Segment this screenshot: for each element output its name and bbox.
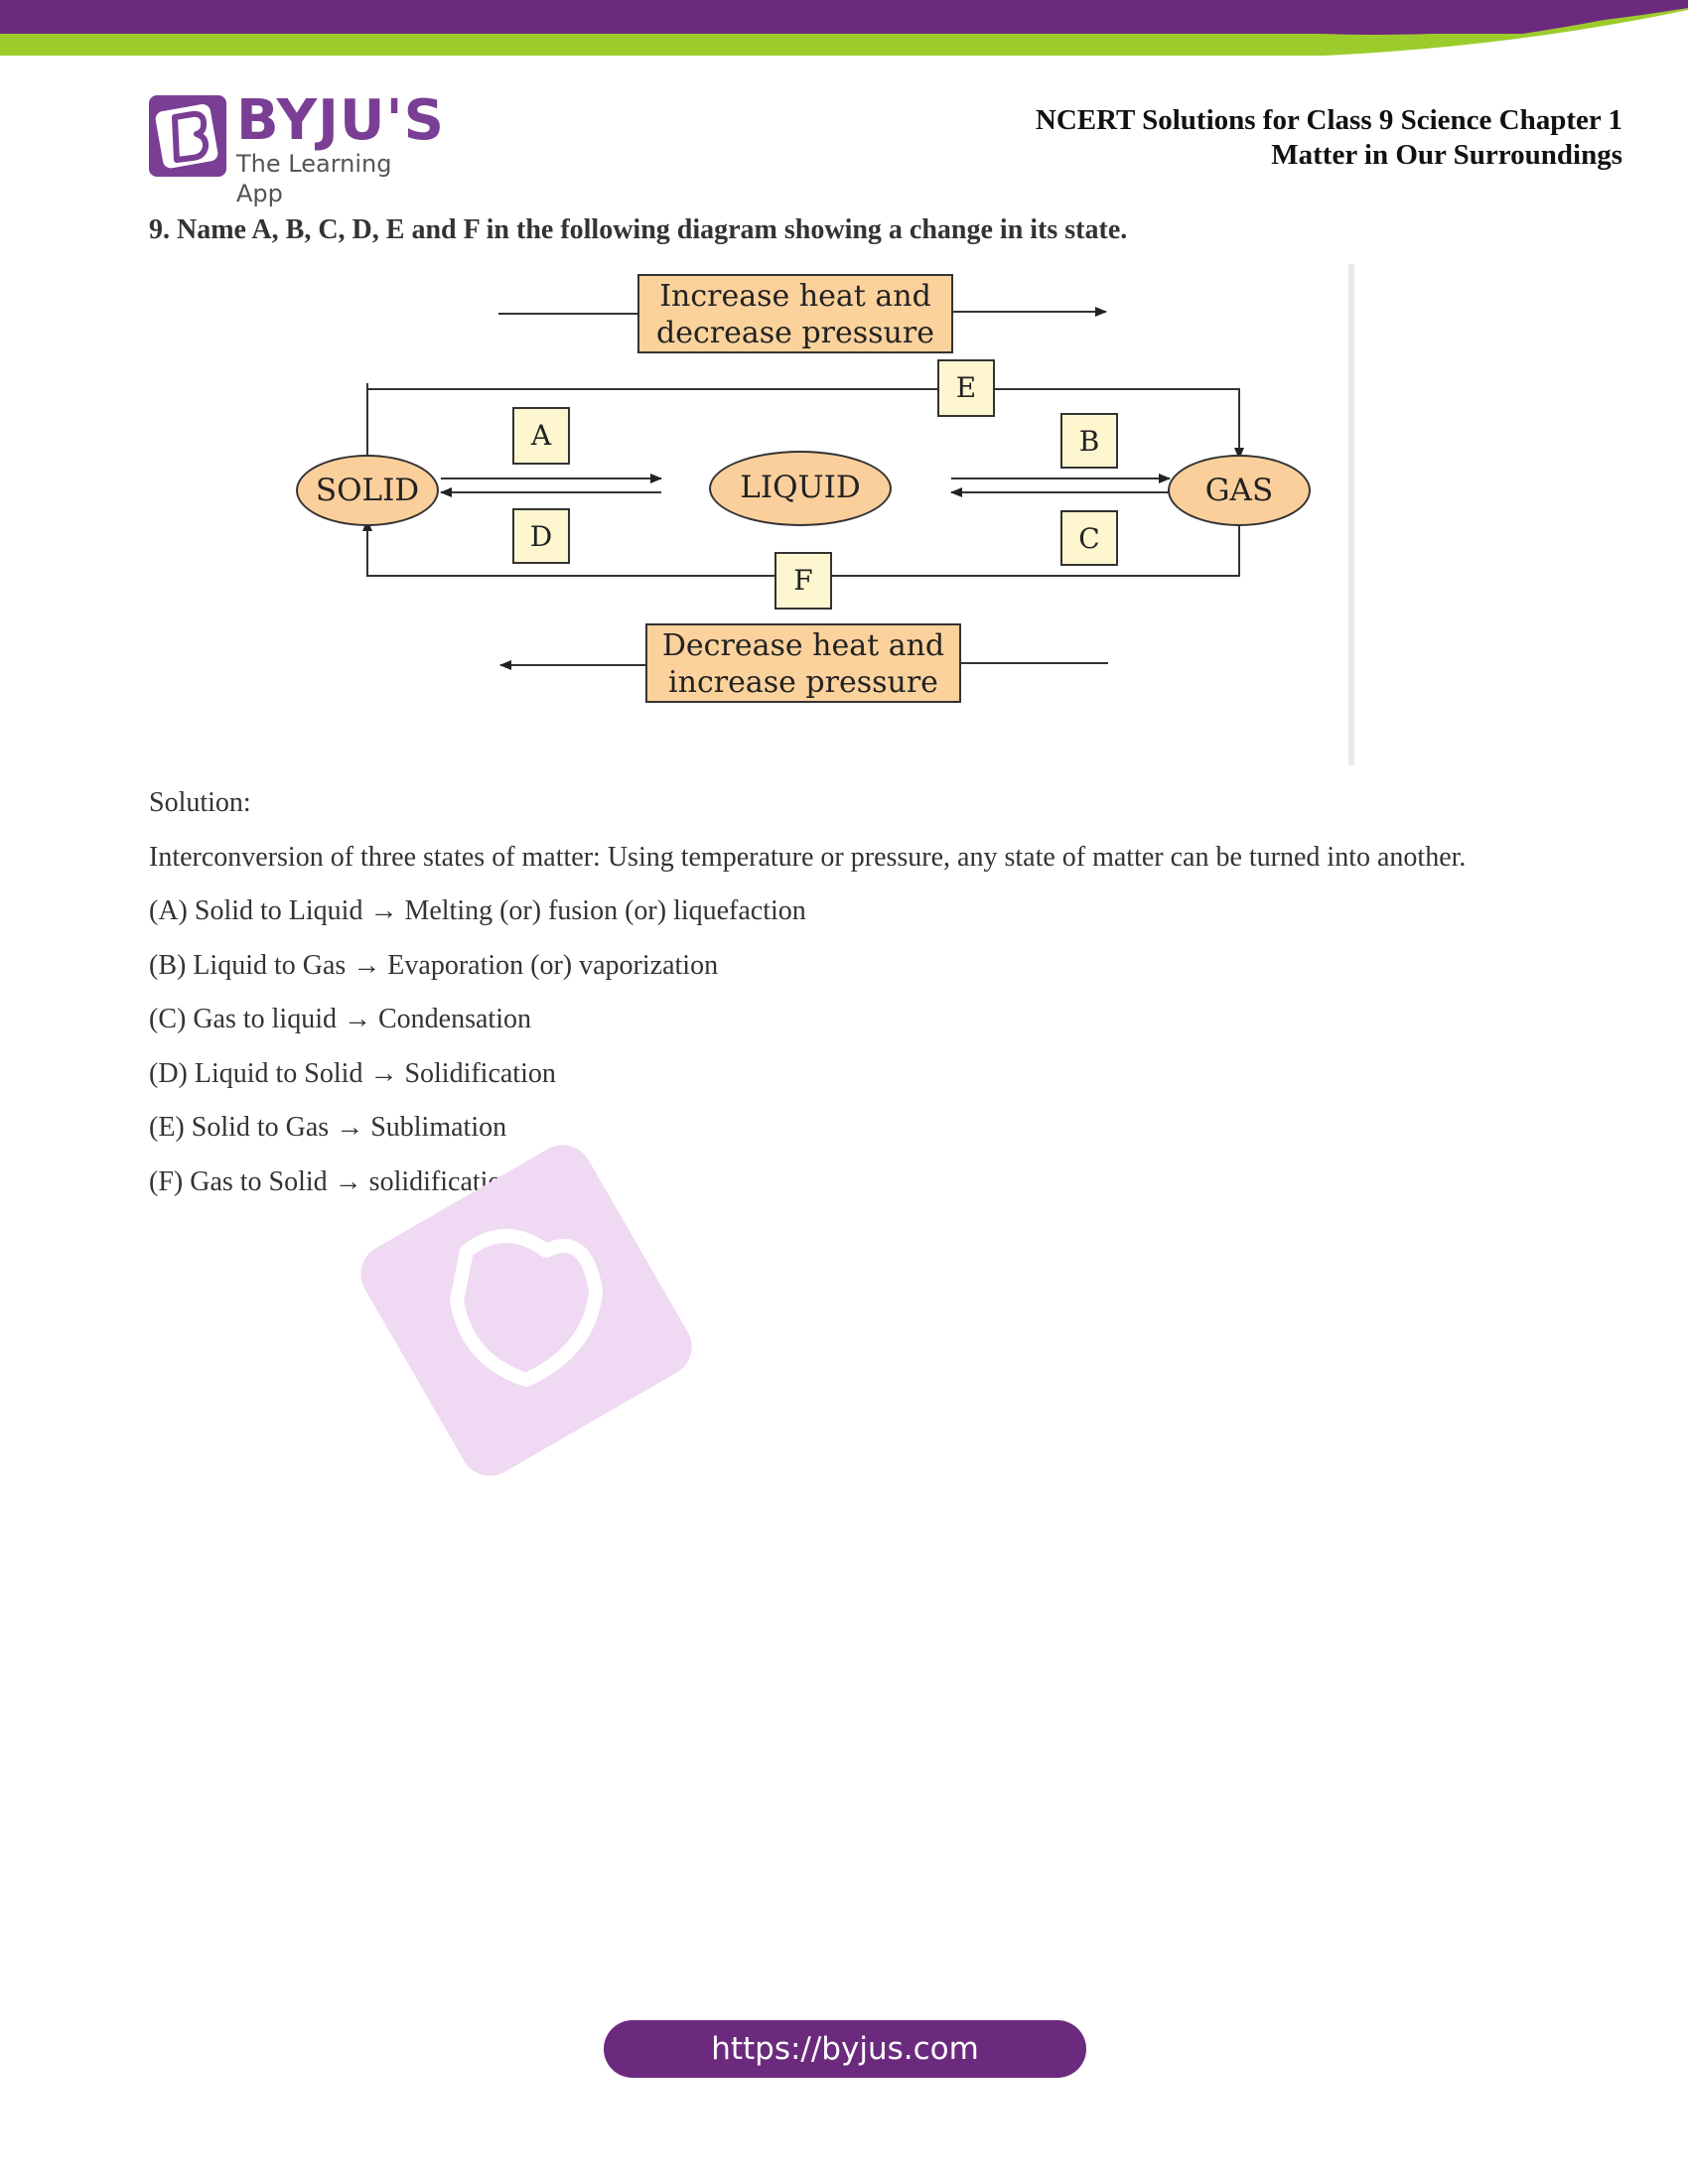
solution-item-a: (A) Solid to Liquid → Melting (or) fusio…: [149, 895, 806, 926]
header-title-line-2: Matter in Our Surroundings: [1271, 139, 1622, 171]
states-of-matter-diagram: Increase heat and decrease pressure E A …: [288, 264, 1370, 770]
footer-url-link[interactable]: https://byjus.com: [604, 2020, 1086, 2078]
solid-state-node: SOLID: [296, 455, 439, 526]
top-box-line-1: Increase heat and: [659, 279, 931, 314]
solution-item-b: (B) Liquid to Gas → Evaporation (or) vap…: [149, 949, 719, 981]
increase-heat-decrease-pressure-box: Increase heat and decrease pressure: [637, 274, 953, 353]
logo-tagline: The Learning App: [236, 150, 392, 207]
label-b: B: [1060, 413, 1118, 469]
top-box-line-2: decrease pressure: [656, 316, 934, 350]
label-e: E: [937, 359, 995, 417]
solution-heading: Solution:: [149, 787, 251, 818]
liquid-state-node: LIQUID: [709, 451, 892, 526]
question-text: 9. Name A, B, C, D, E and F in the follo…: [149, 214, 1128, 245]
solution-item-e: (E) Solid to Gas → Sublimation: [149, 1112, 507, 1143]
byjus-watermark-icon: [360, 1145, 692, 1476]
byjus-logo: BYJU'S The Learning App: [149, 89, 444, 207]
bottom-box-line-2: increase pressure: [668, 665, 938, 700]
document-header-title: NCERT Solutions for Class 9 Science Chap…: [1036, 103, 1622, 173]
gas-state-node: GAS: [1168, 455, 1311, 526]
solution-section: Solution: Interconversion of three state…: [149, 776, 1559, 1209]
byjus-logo-icon: [149, 95, 226, 177]
solution-item-f: (F) Gas to Solid → solidification: [149, 1165, 516, 1197]
label-c: C: [1060, 510, 1118, 566]
logo-wordmark: BYJU'S: [236, 88, 445, 153]
label-f: F: [774, 552, 832, 610]
label-a: A: [512, 407, 570, 465]
solution-item-c: (C) Gas to liquid → Condensation: [149, 1004, 531, 1034]
label-d: D: [512, 508, 570, 564]
solution-intro: Interconversion of three states of matte…: [149, 841, 1467, 873]
bottom-box-line-1: Decrease heat and: [661, 628, 945, 663]
top-decorative-band: [0, 0, 1688, 64]
decrease-heat-increase-pressure-box: Decrease heat and increase pressure: [645, 623, 961, 703]
header-title-line-1: NCERT Solutions for Class 9 Science Chap…: [1035, 104, 1622, 136]
solution-item-d: (D) Liquid to Solid → Solidification: [149, 1057, 556, 1089]
